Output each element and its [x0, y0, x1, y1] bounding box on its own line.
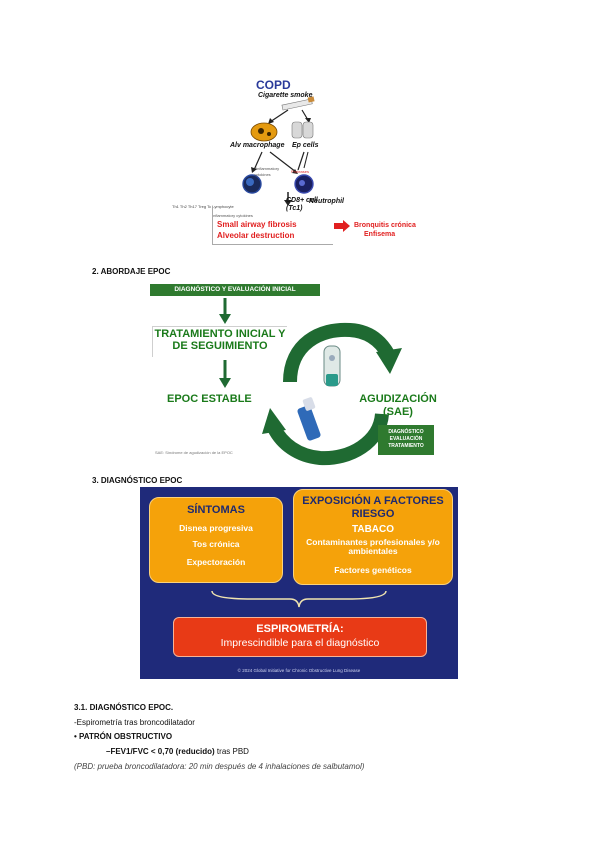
tc1-label: (Tc1)	[286, 205, 303, 212]
exposicion-box: EXPOSICIÓN A FACTORES RIESGO TABACO Cont…	[293, 489, 453, 585]
patron-obstructivo-line: • PATRÓN OBSTRUCTIVO	[74, 732, 173, 741]
neutrophil-icon	[294, 174, 314, 194]
espirometria-title: ESPIROMETRÍA:	[256, 623, 344, 635]
agudizacion-actions-box: DIAGNÓSTICO EVALUACIÓN TRATAMIENTO	[378, 425, 434, 455]
lymphocyte-label: Th1 Th2 Th17 Treg Tc Lymphocyte	[172, 204, 234, 209]
copd-title: COPD	[256, 78, 291, 92]
agud-item-tratamiento: TRATAMIENTO	[388, 443, 424, 449]
section-heading-abordaje: 2. ABORDAJE EPOC	[92, 267, 171, 276]
espirometria-box: ESPIROMETRÍA: Imprescindible para el dia…	[173, 617, 427, 657]
diagnostico-slide: SÍNTOMAS Disnea progresiva Tos crónica E…	[140, 487, 458, 679]
agud-item-diagnostico: DIAGNÓSTICO	[388, 429, 424, 435]
gold-copyright-note: © 2024 Global Initiative for Chronic Obs…	[237, 668, 361, 673]
cd8-label: CD8+ cell	[286, 197, 318, 204]
slide-graphics	[211, 590, 387, 608]
agudizacion-label: AGUDIZACIÓN (SAE)	[359, 393, 437, 418]
tratamiento-label: TRATAMIENTO INICIAL Y DE SEGUIMIENTO	[154, 328, 286, 352]
geneticos-label: Factores genéticos	[334, 565, 412, 575]
sintomas-title: SÍNTOMAS	[187, 504, 245, 516]
arrow-to-macrophage	[269, 109, 289, 123]
fev1-tras-pbd: tras PBD	[214, 747, 249, 756]
bronquitis-label: Bronquitis crónica	[354, 222, 416, 229]
pbd-note: (PBD: prueba broncodilatadora: 20 min de…	[74, 762, 365, 771]
espirometria-line: -Espirometría tras broncodilatador	[74, 718, 195, 727]
cytokine-label-b: cytokines	[254, 172, 271, 177]
diagnostico-evaluacion-box: DIAGNÓSTICO Y EVALUACIÓN INICIAL	[150, 284, 320, 296]
epoc-estable-label: EPOC ESTABLE	[167, 393, 252, 405]
tratamiento-frame	[152, 326, 287, 357]
result-arrow	[334, 223, 343, 229]
sintoma-disnea: Disnea progresiva	[179, 523, 253, 533]
abordaje-diagram: DIAGNÓSTICO Y EVALUACIÓN INICIAL TRATAMI…	[150, 282, 450, 468]
agud-item-evaluacion: EVALUACIÓN	[389, 436, 423, 442]
tabaco-label: TABACO	[351, 524, 395, 535]
fev1-fvc-line: –FEV1/FVC < 0,70 (reducido) tras PBD	[106, 747, 249, 756]
ep-cells-label: Ep cells	[292, 142, 319, 149]
fev1-fvc-criterion: –FEV1/FVC < 0,70	[106, 747, 176, 756]
macrophage-icon	[250, 122, 278, 142]
section-heading-diagnostico: 3. DIAGNÓSTICO EPOC	[92, 476, 183, 485]
cytokine-label-a: Inflammatory	[256, 166, 280, 171]
destruction-label: Alveolar destruction	[217, 231, 295, 240]
neutrophil-label: Neutrophil	[309, 198, 344, 205]
exposicion-title: EXPOSICIÓN A FACTORES RIESGO	[302, 495, 444, 520]
curly-brace	[211, 590, 387, 608]
outcome-frame	[212, 206, 333, 245]
sae-footnote: SAE: Síndrome de agudización de la EPOC	[155, 450, 233, 455]
copd-diagram-graphics	[242, 96, 350, 232]
epithelial-cells-icon	[291, 121, 314, 139]
sintomas-box: SÍNTOMAS Disnea progresiva Tos crónica E…	[149, 497, 283, 583]
fibrosis-label: Small airway fibrosis	[217, 220, 297, 229]
cigarette-icon	[281, 96, 315, 111]
inflammatory-cytokines-label: Inflammatory cytokines	[212, 213, 253, 218]
section-31-title: 3.1. DIAGNÓSTICO EPOC.	[74, 703, 174, 712]
inhaler-device-icon	[323, 345, 341, 387]
cd8-cell-icon	[242, 174, 262, 194]
abordaje-graphics	[219, 298, 402, 466]
copd-pathway-figure: COPD Cigarette smoke Alv macrophage Ep c…	[172, 72, 426, 246]
cycle-arrow-top	[283, 322, 395, 383]
contaminantes-label: Contaminantes profesionales y/o ambienta…	[306, 537, 440, 556]
sintoma-expectoracion: Expectoración	[186, 557, 246, 567]
protease-label: Proteases	[291, 169, 310, 174]
smoke-label: Cigarette smoke	[258, 92, 313, 99]
espirometria-subtitle: Imprescindible para el diagnóstico	[220, 637, 380, 649]
inhaler-spray-icon	[297, 397, 321, 441]
sintoma-tos: Tos crónica	[192, 539, 240, 549]
enfisema-label: Enfisema	[364, 231, 396, 238]
fev1-reducido: (reducido)	[175, 747, 215, 756]
macrophage-label: Alv macrophage	[230, 142, 285, 149]
cycle-arrow-bottom	[267, 412, 389, 466]
